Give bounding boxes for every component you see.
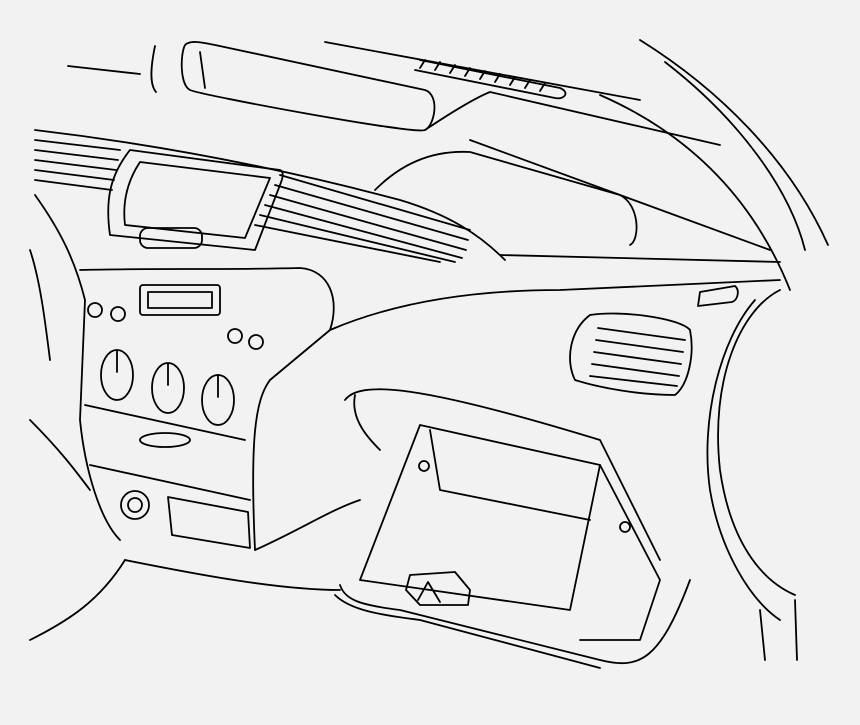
defrost-vent	[180, 41, 567, 132]
display-screen	[107, 149, 284, 251]
steering-wheel-edge	[706, 289, 798, 661]
passenger-dash	[254, 279, 781, 551]
passenger-air-vent	[569, 312, 693, 396]
windshield-lines	[67, 39, 829, 291]
glove-box	[334, 388, 691, 669]
defrost-grille	[419, 59, 546, 92]
center-air-vents	[34, 139, 471, 263]
dash-top	[34, 91, 781, 263]
left-door-lines	[29, 249, 341, 641]
glove-box-latch	[405, 571, 471, 606]
climate-knobs	[100, 349, 235, 426]
center-console	[34, 194, 335, 551]
